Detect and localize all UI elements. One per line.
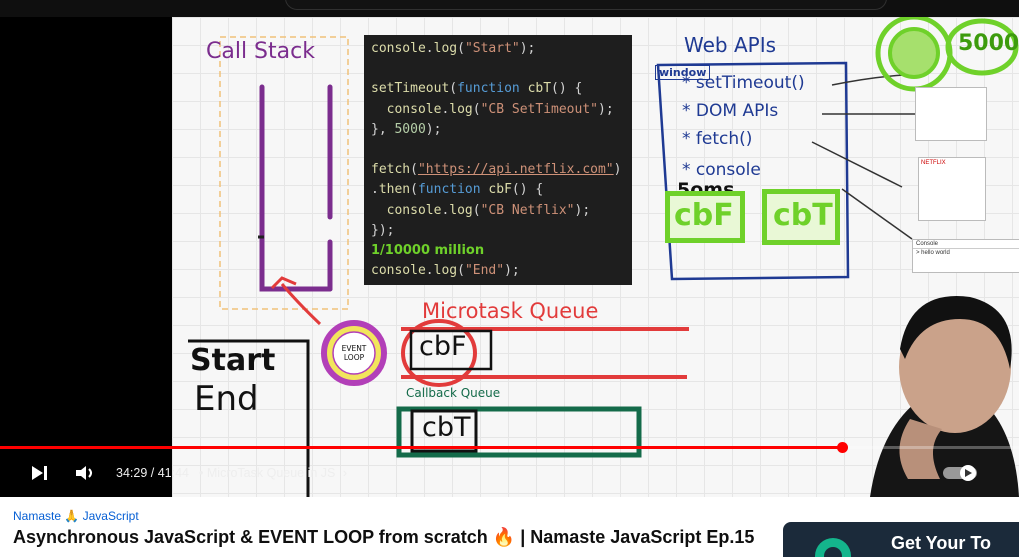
console-tab: Console [913,240,1019,249]
cb-box-cbf-label: cbF [674,198,734,233]
code-line: console.log("Start"); [371,41,536,56]
code-line: .then(function cbF() { [371,182,544,198]
console-output: > hello world [916,250,950,256]
video-info: Namaste 🙏 JavaScript Asynchronous JavaSc… [0,497,1019,557]
time-current: 34:29 [116,466,148,480]
call-stack-drawing [219,36,349,310]
next-icon[interactable] [29,463,49,483]
time-display: 34:29 / 41:44 [116,466,189,480]
video-player[interactable]: Call Stack console.log("Start"); setTime… [0,0,1019,497]
callback-queue-label: Callback Queue [406,386,501,400]
api-item-dom: * DOM APIs [682,101,779,121]
microtask-item: cbF [419,331,467,362]
time-separator: / [147,466,158,480]
cb-box-cbt-label: cbT [773,198,833,233]
presenter [870,296,1019,497]
call-stack-label: Call Stack [206,39,315,64]
cb-box-cbt: cbT [762,189,840,245]
window-label: window [655,65,711,80]
api-arrows [811,74,916,240]
volume-icon[interactable] [74,463,96,483]
ad-logo-icon [815,538,851,557]
code-line: }); [371,222,395,238]
timer-icon [875,17,1019,92]
autoplay-toggle[interactable] [942,464,980,482]
red-arrow [270,276,322,326]
api-item-console: * console [682,160,761,180]
time-total: 41:44 [157,466,189,480]
top-bar [0,0,1019,17]
netflix-thumbnail: NETFLIX [918,157,986,221]
chevron-right-icon: › [342,466,348,480]
chapter-bullet: • [199,466,204,480]
output-line-start: Start [190,343,276,378]
ad-banner[interactable]: Get Your To [783,522,1019,557]
code-annotation: 1/10000 million [371,242,485,258]
search-box[interactable] [285,0,887,10]
api-item-fetch: * fetch() [682,129,753,149]
cb-box-cbf: cbF [665,191,745,243]
progress-bar[interactable] [0,442,1019,453]
chapter-button[interactable]: • MicroTask Queue in JS › [199,466,347,480]
code-line: setTimeout(function cbT() { [371,81,583,97]
dom-thumbnail [915,87,987,141]
whiteboard: Call Stack console.log("Start"); setTime… [172,17,1019,497]
output-box [188,339,310,497]
event-loop-icon [321,320,387,386]
code-line: console.log("CB SetTimeout"); [386,101,614,117]
web-apis-label: Web APIs [684,33,777,57]
code-line: fetch("https://api.netflix.com") [371,162,622,178]
code-str-start: "Start" [464,41,520,56]
code-line: console.log("CB Netflix"); [386,202,591,218]
callback-queue [396,406,642,458]
code-line [371,59,632,79]
code-line [371,140,632,160]
player-controls: 34:29 / 41:44 • MicroTask Queue in JS › [0,456,1019,492]
timer-bubble-label: 5000 [958,31,1019,56]
progress-scrubber[interactable] [837,442,848,453]
progress-fill [0,446,842,449]
code-line: }, 5000); [371,121,442,137]
video-title: Asynchronous JavaScript & EVENT LOOP fro… [13,527,755,547]
code-line: console.log("End"); [371,263,520,279]
microtask-queue [401,319,689,387]
ad-text: Get Your To [891,533,992,553]
microtask-queue-label: Microtask Queue [422,299,599,323]
netflix-label: NETFLIX [921,160,946,166]
output-line-end: End [194,379,259,419]
chapter-title: MicroTask Queue in JS [206,466,336,480]
callback-item: cbT [422,412,471,443]
channel-link[interactable]: Namaste 🙏 JavaScript [13,509,139,523]
event-loop-label: EVENT LOOP [341,344,367,362]
api-item-settimeout: * setTimeout() [682,73,805,93]
console-thumbnail: Console > hello world [912,239,1019,273]
code-snippet: console.log("Start"); setTimeout(functio… [364,35,632,285]
